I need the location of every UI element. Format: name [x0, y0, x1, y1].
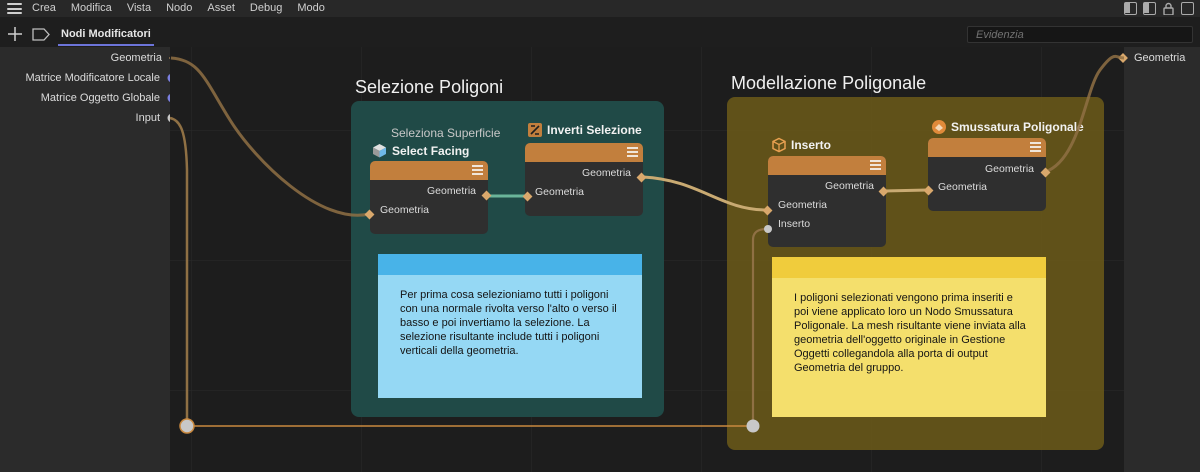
menu-nodo[interactable]: Nodo	[166, 2, 193, 14]
input-port-label: Geometria	[938, 181, 988, 193]
node-title-inserto[interactable]: Inserto	[771, 137, 831, 153]
node-menu-icon[interactable]	[1030, 142, 1041, 153]
panel-right-icon[interactable]	[1143, 2, 1156, 15]
input-port-label: Geometria	[380, 204, 430, 216]
node-canvas[interactable]: Selezione Poligoni Modellazione Poligona…	[170, 47, 1124, 472]
group-inputs-panel: Geometria Matrice Modificatore Locale Ma…	[0, 47, 180, 472]
menubar: Crea Modifica Vista Nodo Asset Debug Mod…	[0, 0, 1200, 17]
node-title-select-facing[interactable]: Select Facing	[371, 142, 469, 159]
input-port-geometria: Geometria	[111, 50, 179, 66]
node-title-text: Inserto	[791, 138, 832, 152]
note-text: I poligoni selezionati vengono prima ins…	[794, 292, 1026, 374]
menu-modifica[interactable]: Modifica	[70, 2, 112, 14]
window-controls	[1124, 2, 1194, 16]
note-blue[interactable]: Per prima cosa selezioniamo tutti i poli…	[378, 254, 642, 398]
group-title-modellazione[interactable]: Modellazione Poligonale	[731, 73, 927, 93]
output-port-label: Geometria	[581, 167, 631, 179]
cube-select-icon	[373, 144, 386, 158]
note-header[interactable]	[378, 254, 642, 275]
input-port-label: Geometria	[535, 186, 585, 198]
tag-icon[interactable]	[32, 28, 50, 41]
cube-icon	[772, 137, 786, 153]
note-text: Per prima cosa selezioniamo tutti i poli…	[400, 289, 617, 357]
input-port-label: Geometria	[778, 199, 828, 211]
node-inverti-selezione[interactable]: Geometria Geometria	[525, 143, 643, 216]
node-header[interactable]	[370, 161, 488, 180]
menu-modo[interactable]: Modo	[297, 2, 325, 14]
input-port-label: Inserto	[778, 218, 811, 230]
menu-asset[interactable]: Asset	[207, 2, 235, 14]
node-menu-icon[interactable]	[627, 147, 638, 158]
port-label: Geometria	[110, 52, 162, 64]
node-title-text: Inverti Selezione	[547, 123, 642, 137]
port-label: Matrice Modificatore Locale	[25, 72, 160, 84]
node-category-label: Seleziona Superficie	[391, 126, 501, 140]
output-port-label: Geometria	[824, 180, 874, 192]
plus-icon[interactable]	[7, 26, 23, 42]
output-port-label: Geometria	[984, 163, 1034, 175]
output-port-label: Geometria	[426, 185, 476, 197]
input-port-matrice-locale: Matrice Modificatore Locale	[25, 70, 177, 86]
tab-nodi-modificatori[interactable]: Nodi Modificatori	[58, 27, 154, 46]
note-yellow[interactable]: I poligoni selezionati vengono prima ins…	[772, 257, 1046, 417]
node-title-text: Select Facing	[392, 143, 470, 158]
search-input[interactable]	[967, 26, 1193, 43]
menu-vista[interactable]: Vista	[126, 2, 152, 14]
input-port-matrice-globale: Matrice Oggetto Globale	[41, 90, 177, 106]
output-port-geometria: Geometria	[1118, 50, 1200, 66]
node-title-smussatura[interactable]: Smussatura Poligonale	[931, 119, 1084, 135]
node-header[interactable]	[768, 156, 886, 175]
group-outputs-panel: Geometria	[1118, 47, 1200, 472]
node-menu-icon[interactable]	[870, 160, 881, 171]
node-header[interactable]	[928, 138, 1046, 157]
node-title-text: Smussatura Poligonale	[951, 120, 1084, 134]
hamburger-menu-icon[interactable]	[7, 3, 22, 14]
lock-icon[interactable]	[1162, 2, 1175, 16]
port-label: Matrice Oggetto Globale	[40, 92, 160, 104]
bevel-icon	[932, 120, 946, 134]
node-inserto[interactable]: Geometria Geometria Inserto	[768, 156, 886, 247]
note-header[interactable]	[772, 257, 1046, 278]
geometry-port-icon[interactable]	[1118, 53, 1128, 63]
port-label: Geometria	[1134, 52, 1186, 64]
menu-debug[interactable]: Debug	[249, 2, 283, 14]
port-label: Input	[135, 112, 160, 124]
maximize-icon[interactable]	[1181, 2, 1194, 15]
group-title-selezione[interactable]: Selezione Poligoni	[355, 77, 504, 97]
node-title-inverti-selezione[interactable]: Inverti Selezione	[527, 122, 642, 138]
invert-selection-icon	[528, 123, 542, 137]
node-smussatura-poligonale[interactable]: Geometria Geometria	[928, 138, 1046, 211]
panel-left-icon[interactable]	[1124, 2, 1137, 15]
menu-list: Crea Modifica Vista Nodo Asset Debug Mod…	[32, 0, 340, 17]
node-menu-icon[interactable]	[472, 165, 483, 176]
node-header[interactable]	[525, 143, 643, 162]
menu-crea[interactable]: Crea	[32, 2, 56, 14]
node-select-facing[interactable]: Geometria Geometria	[370, 161, 488, 234]
